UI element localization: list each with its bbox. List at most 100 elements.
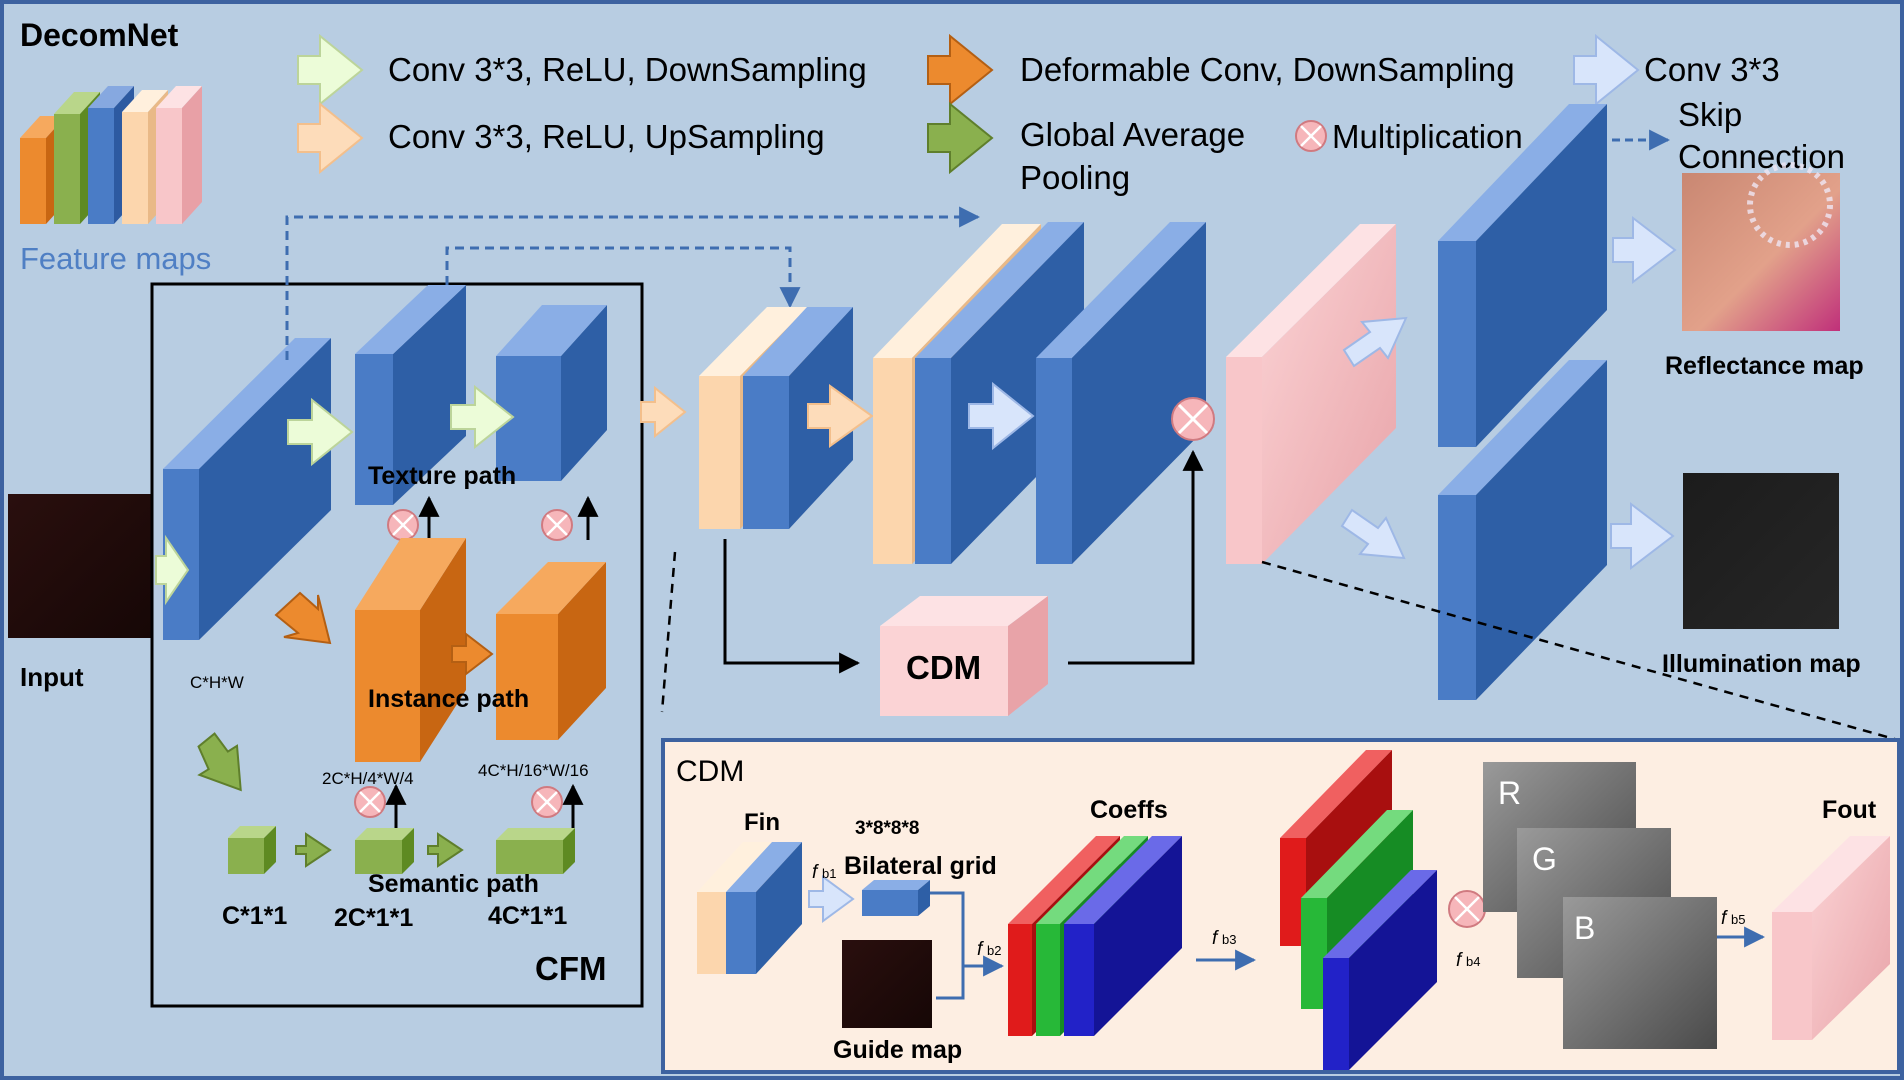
- fout-label: Fout: [1822, 796, 1877, 824]
- fb4-f: f: [1456, 950, 1463, 971]
- decoder-pink-block: [1226, 224, 1396, 564]
- channel-b-image: [1563, 897, 1717, 1049]
- fb3-sub: b3: [1222, 932, 1236, 947]
- texture-block-1: [355, 285, 466, 505]
- legend-arrow-conv-down: [297, 33, 364, 107]
- reflectance-block: [1438, 104, 1607, 447]
- illumination-label: Illumination map: [1662, 650, 1861, 678]
- reflectance-image-pattern: [1747, 162, 1833, 248]
- cdm-detail-title: CDM: [676, 755, 744, 788]
- fin-block: [697, 842, 802, 974]
- input-image: [8, 494, 153, 638]
- legend: Conv 3*3, ReLU, DownSampling Conv 3*3, R…: [297, 33, 1845, 196]
- legend-gap-line1: Global Average: [1020, 116, 1245, 153]
- legend-deformable: Deformable Conv, DownSampling: [1020, 51, 1515, 88]
- bilateral-grid-block: [862, 880, 930, 916]
- legend-skip-line2: Connection: [1678, 138, 1845, 175]
- channel-g-label: G: [1532, 841, 1557, 877]
- instance-block-2: [496, 562, 606, 740]
- semantic-cube-2: [355, 828, 414, 874]
- rgb-blue-block: [1323, 870, 1437, 1070]
- cfm-input-block: [163, 338, 331, 640]
- illumination-image: [1683, 473, 1839, 629]
- fb1-arrow: [808, 875, 855, 923]
- texture-block-2: [496, 305, 607, 481]
- fb5-sub: b5: [1731, 912, 1745, 927]
- decoder-conv-arrow: [968, 381, 1035, 451]
- cfm-box: [150, 282, 644, 1008]
- semantic-arrow-1: [295, 832, 332, 868]
- instance-block-1: [355, 538, 466, 762]
- cfm-out-arrow: [640, 385, 687, 439]
- grid-bracket: [930, 891, 965, 1000]
- semantic-arrow-2: [427, 832, 464, 868]
- legend-skip-line1: Skip: [1678, 96, 1742, 133]
- legend-arrow-gap: [927, 101, 994, 175]
- dim-chw: C*H*W: [190, 673, 244, 692]
- reflectance-image: [1682, 173, 1840, 331]
- input-arrow: [155, 534, 190, 606]
- cdm-block-label: CDM: [906, 649, 981, 686]
- fb4-sub: b4: [1466, 954, 1480, 969]
- bilateral-grid-label: Bilateral grid: [844, 852, 997, 880]
- feature-maps-label: Feature maps: [20, 241, 211, 276]
- sem-2c-label: 2C*1*1: [334, 904, 413, 932]
- reflectance-arrow: [1612, 215, 1677, 285]
- coeffs-label: Coeffs: [1090, 796, 1168, 824]
- fb1-f: f: [812, 862, 819, 883]
- decoder-up-arrow-1: [807, 384, 874, 448]
- input-label: Input: [20, 662, 84, 692]
- fb2-f: f: [977, 939, 984, 960]
- texture-mult-2-icon: [541, 509, 573, 541]
- grid-dims: 3*8*8*8: [855, 818, 919, 839]
- legend-conv-relu-down: Conv 3*3, ReLU, DownSampling: [388, 51, 867, 88]
- decoder-blue-2: [915, 222, 1084, 564]
- channel-r-label: R: [1498, 775, 1521, 811]
- semantic-path-label: Semantic path: [368, 870, 539, 898]
- fin-label: Fin: [744, 809, 780, 836]
- illumination-block: [1438, 360, 1607, 700]
- guide-map-label: Guide map: [833, 1036, 962, 1064]
- semantic-arrow-down: [197, 732, 242, 792]
- guide-map-image: [842, 940, 932, 1028]
- cfm-label: CFM: [535, 950, 606, 987]
- channel-b-label: B: [1574, 910, 1595, 946]
- fb1-sub: b1: [822, 866, 836, 881]
- fb3-f: f: [1212, 928, 1219, 949]
- sem-4c-label: 4C*1*1: [488, 902, 567, 930]
- instance-arrow-mid: [451, 631, 494, 677]
- legend-conv3: Conv 3*3: [1644, 51, 1780, 88]
- cdm-block: [880, 596, 1048, 716]
- legend-conv-relu-up: Conv 3*3, ReLU, UpSampling: [388, 118, 825, 155]
- split-arrow-bottom: [1340, 508, 1406, 560]
- skip-connection-inner: [445, 246, 801, 309]
- instance-mult-1-icon: [354, 786, 386, 818]
- texture-mult-1-icon: [387, 509, 419, 541]
- texture-arrow-1: [287, 397, 354, 467]
- fout-block: [1772, 836, 1890, 1040]
- dim-4c: 4C*H/16*W/16: [478, 761, 589, 780]
- legend-arrow-conv-up: [297, 101, 364, 175]
- semantic-cube-1: [228, 826, 276, 874]
- fb5-f: f: [1721, 908, 1728, 929]
- illumination-arrow: [1610, 501, 1675, 571]
- sem-c-label: C*1*1: [222, 902, 287, 930]
- zoom-line-right: [1261, 560, 1899, 742]
- legend-gap-line2: Pooling: [1020, 159, 1130, 196]
- instance-path-label: Instance path: [368, 685, 529, 713]
- dim-2c: 2C*H/4*W/4: [322, 769, 414, 788]
- coeffs-blue: [1064, 836, 1182, 1036]
- instance-arrow-in: [274, 591, 332, 645]
- instance-mult-2-icon: [531, 786, 563, 818]
- legend-multiplication-icon: [1295, 120, 1327, 152]
- diagram-title: DecomNet: [20, 17, 179, 53]
- texture-path-label: Texture path: [368, 462, 516, 490]
- cdm-mult-icon: [1448, 890, 1486, 928]
- legend-arrow-conv3: [1573, 33, 1640, 107]
- cdm-in-arrow: [723, 539, 861, 674]
- feature-maps-icon: [20, 86, 202, 224]
- decoder-mult-icon: [1171, 397, 1215, 441]
- decoder-blue-3: [1036, 222, 1206, 564]
- split-arrow-top: [1342, 316, 1408, 368]
